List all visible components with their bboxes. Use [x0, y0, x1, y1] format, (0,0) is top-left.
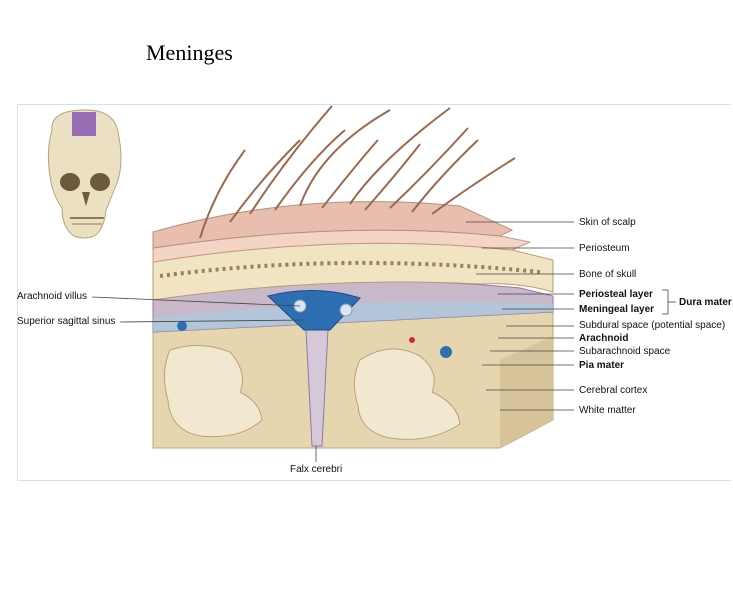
skull-icon — [47, 109, 122, 239]
brain-block — [152, 311, 554, 449]
label-arachnoid-villus: Arachnoid villus — [17, 291, 88, 302]
label-meningeal-layer: Meningeal layer — [579, 304, 655, 315]
label-falx-cerebri: Falx cerebri — [290, 464, 343, 475]
label-periosteal-layer: Periosteal layer — [579, 289, 653, 300]
hair-strands — [199, 105, 516, 239]
label-subarachnoid-space: Subarachnoid space — [579, 346, 671, 357]
label-subdural-space: Subdural space (potential space) — [579, 320, 726, 331]
label-cerebral-cortex: Cerebral cortex — [579, 385, 648, 396]
label-superior-sagittal-sinus: Superior sagittal sinus — [17, 316, 116, 327]
label-dura-mater: Dura mater — [679, 297, 732, 308]
scalp-layer — [152, 201, 514, 249]
label-white-matter: White matter — [579, 405, 636, 416]
figure-frame — [17, 104, 731, 481]
label-pia-mater: Pia mater — [579, 360, 625, 371]
leader-lines — [91, 221, 676, 462]
meningeal-layers — [152, 280, 554, 358]
label-arachnoid: Arachnoid — [579, 333, 629, 344]
page-title: Meninges — [146, 40, 233, 65]
label-periosteum: Periosteum — [579, 243, 630, 254]
label-skin-of-scalp: Skin of scalp — [579, 217, 636, 228]
label-bone-of-skull: Bone of skull — [579, 269, 637, 280]
